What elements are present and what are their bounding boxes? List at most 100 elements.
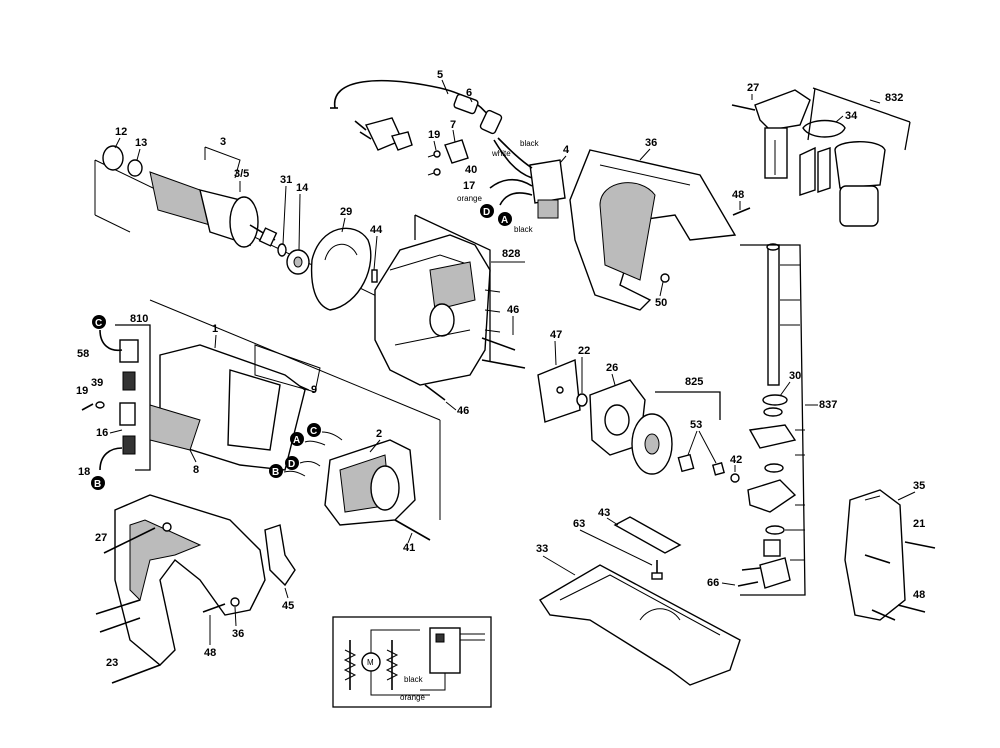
label-44: 44 [370,224,383,236]
label-12: 12 [115,126,127,138]
wire-orange-schematic: orange [400,693,425,702]
svg-text:B: B [272,467,279,478]
svg-text:C: C [310,426,317,437]
label-35: 35 [913,480,925,492]
connector-d-stator: D [285,456,299,470]
label-63: 63 [573,518,585,530]
label-40: 40 [465,164,477,176]
label-46a: 46 [507,304,519,316]
connector-b-left: B [91,476,105,490]
baffle-29 [310,227,372,311]
svg-text:D: D [483,207,490,218]
label-66: 66 [707,577,719,589]
label-1: 1 [212,323,218,335]
gear-plate-47 [537,359,581,423]
label-30: 30 [789,370,801,382]
wire-black-top: black [520,139,540,148]
wiring-schematic: M [332,616,492,708]
svg-text:B: B [94,479,101,490]
label-810: 810 [130,313,148,325]
label-50: 50 [655,297,667,309]
wire-black-schematic: black [404,675,424,684]
power-cord [330,79,503,151]
label-41: 41 [403,542,415,554]
label-6: 6 [466,87,472,99]
connector-d-top: D [480,204,494,218]
label-2: 2 [376,428,382,440]
counterweight-26 [589,379,646,456]
gear-825 [631,413,740,483]
label-16: 16 [96,427,108,439]
wire-white: white [491,149,511,158]
label-825: 825 [685,376,703,388]
label-5: 5 [437,69,443,81]
side-guard-35 [844,489,906,621]
label-13: 13 [135,137,147,149]
connector-b-stator: B [269,464,283,478]
label-31: 31 [280,174,292,186]
label-45: 45 [282,600,294,612]
label-46b: 46 [457,405,469,417]
label-36b: 36 [232,628,244,640]
label-33: 33 [536,543,548,555]
bearing-and-washer [277,243,310,275]
shoe-33 [539,564,741,686]
label-48a: 48 [732,189,744,201]
label-9: 9 [311,384,317,396]
housing-828 [374,234,491,386]
label-42: 42 [730,454,742,466]
label-19a: 19 [428,129,440,141]
label-3-5: 3/5 [234,168,249,180]
label-8: 8 [193,464,199,476]
connector-c-stator: C [307,423,321,437]
label-828: 828 [502,248,520,260]
wire-orange-top: orange [457,194,482,203]
trigger-45 [264,524,296,587]
label-53: 53 [690,419,702,431]
label-29: 29 [340,206,352,218]
label-26: 26 [606,362,618,374]
label-19b: 19 [76,385,88,397]
label-21: 21 [913,518,925,530]
svg-text:C: C [95,318,102,329]
label-27a: 27 [747,82,759,94]
switch [489,137,566,219]
speed-knob-832 [754,89,886,227]
stator-2 [324,439,416,526]
screw-63 [651,560,663,580]
label-58: 58 [77,348,89,360]
cord-clamp [427,139,469,176]
label-14: 14 [296,182,309,194]
label-7: 7 [450,119,456,131]
svg-text:A: A [501,215,508,226]
label-48c: 48 [913,589,925,601]
label-17: 17 [463,180,475,192]
label-837: 837 [819,399,837,411]
label-22: 22 [578,345,590,357]
connector-a-stator: A [290,432,304,446]
field-housing-1 [149,344,321,471]
schematic-motor-symbol: M [367,658,374,667]
label-18: 18 [78,466,90,478]
wire-black-a: black [514,225,534,234]
label-27b: 27 [95,532,107,544]
brush-holder-810 [99,329,139,471]
armature [102,145,278,248]
plunger-837 [747,243,797,589]
handle-half-36-bottom [114,494,266,666]
label-23: 23 [106,657,118,669]
label-48b: 48 [204,647,216,659]
svg-text:A: A [293,435,300,446]
connector-a-top: A [498,212,512,226]
label-4: 4 [563,144,570,156]
label-39: 39 [91,377,103,389]
label-34: 34 [845,110,858,122]
label-832: 832 [885,92,903,104]
handle-half-36 [569,149,737,311]
guide-43 [613,516,682,554]
svg-text:D: D [288,459,295,470]
label-43: 43 [598,507,610,519]
label-47: 47 [550,329,562,341]
label-36a: 36 [645,137,657,149]
